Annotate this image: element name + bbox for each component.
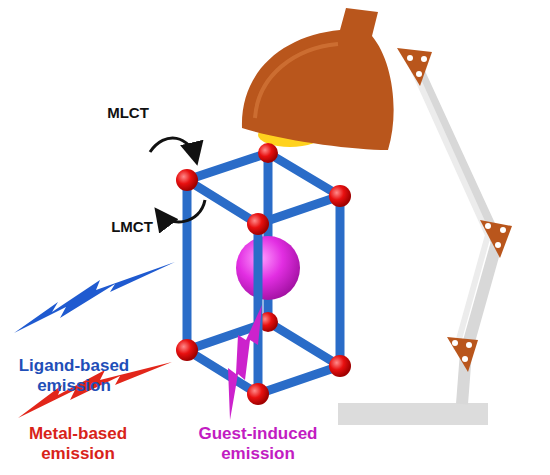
- desk-lamp: [242, 8, 512, 425]
- lamp-arm-inner: [410, 62, 488, 350]
- lmct-arrow: [158, 200, 205, 222]
- charge-transfer-label: LMCT: [102, 218, 162, 236]
- guest-emission-bolt: [228, 305, 262, 420]
- framework-cube: [187, 153, 340, 366]
- guest-molecule: [236, 236, 300, 300]
- lamp-joint: [397, 48, 432, 86]
- emission-label: Guest-induced emission: [178, 424, 338, 465]
- metal-node: [176, 143, 351, 405]
- emission-label: Ligand-based emission: [4, 356, 144, 397]
- charge-transfer-label: MLCT: [98, 104, 158, 122]
- lamp-base: [338, 403, 488, 425]
- mlct-arrow: [150, 138, 196, 160]
- emission-label: Metal-based emission: [8, 424, 148, 465]
- framework-cube: [187, 153, 340, 394]
- lamp-shade: [242, 8, 394, 150]
- ligand-emission-bolt: [14, 262, 175, 333]
- lamp-joint: [447, 337, 478, 372]
- lamp-joint: [480, 220, 512, 258]
